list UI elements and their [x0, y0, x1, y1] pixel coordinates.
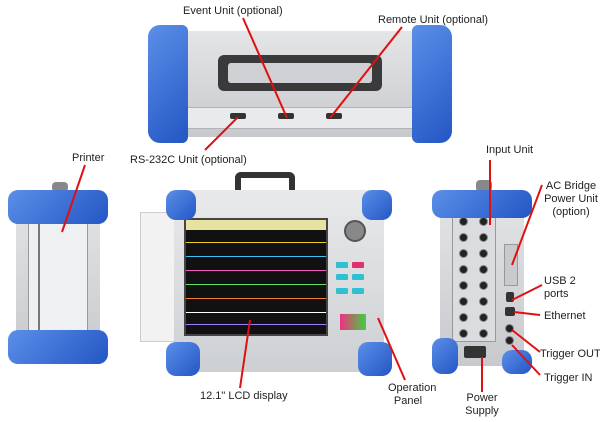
- bumper-bottom-right: [502, 350, 532, 374]
- start-stop-buttons[interactable]: [340, 314, 366, 330]
- jog-dial[interactable]: [344, 220, 366, 242]
- panel-button[interactable]: [336, 274, 348, 280]
- trigger-in-port[interactable]: [505, 336, 514, 345]
- label-ethernet: Ethernet: [544, 310, 586, 322]
- bumper-corner: [166, 342, 200, 376]
- label-lcd-display: 12.1" LCD display: [200, 390, 288, 402]
- panel-button[interactable]: [352, 262, 364, 268]
- rs232c-connector: [230, 113, 246, 119]
- operation-panel: [332, 218, 378, 336]
- bnc-input[interactable]: [479, 313, 488, 322]
- bnc-input[interactable]: [479, 217, 488, 226]
- handle-knob: [52, 182, 68, 192]
- event-connector: [278, 113, 294, 119]
- ac-bridge-slot: [504, 244, 518, 286]
- bumper-corner: [362, 190, 392, 220]
- label-rs232c-unit: RS-232C Unit (optional): [130, 154, 247, 166]
- handle-knob: [476, 180, 492, 192]
- bnc-input[interactable]: [459, 329, 468, 338]
- label-trigger-out: Trigger OUT: [540, 348, 600, 360]
- label-printer: Printer: [72, 152, 105, 164]
- bnc-input[interactable]: [479, 297, 488, 306]
- ethernet-port[interactable]: [505, 307, 515, 316]
- bumper-right: [412, 25, 452, 143]
- bumper-bottom-left: [432, 338, 458, 374]
- label-input-unit: Input Unit: [486, 144, 534, 156]
- side-view-inputs: [432, 180, 532, 374]
- handle: [235, 172, 295, 194]
- bnc-input[interactable]: [479, 233, 488, 242]
- waveform-trace: [186, 270, 326, 271]
- screen-header-bar: [186, 220, 326, 230]
- bnc-input[interactable]: [459, 217, 468, 226]
- label-event-unit: Event Unit (optional): [183, 5, 283, 17]
- bnc-input[interactable]: [459, 233, 468, 242]
- rear-connector-panel: [178, 107, 422, 129]
- printer-paper-slot: [38, 210, 40, 340]
- label-ac-bridge: AC Bridge Power Unit (option): [544, 180, 598, 218]
- waveform-trace: [186, 256, 326, 257]
- label-usb: USB 2 ports: [544, 275, 576, 300]
- bumper-corner: [166, 190, 196, 220]
- bnc-input[interactable]: [459, 281, 468, 290]
- panel-button[interactable]: [336, 288, 348, 294]
- bnc-input[interactable]: [459, 265, 468, 274]
- handle-recess: [228, 63, 372, 83]
- label-operation-panel: Operation Panel: [388, 382, 437, 407]
- bnc-input[interactable]: [479, 329, 488, 338]
- bnc-input[interactable]: [479, 249, 488, 258]
- bnc-input[interactable]: [459, 313, 468, 322]
- bnc-input[interactable]: [479, 265, 488, 274]
- input-unit-panel: [452, 210, 496, 342]
- bumper-left: [148, 25, 188, 143]
- trigger-out-port[interactable]: [505, 324, 514, 333]
- bnc-input[interactable]: [459, 249, 468, 258]
- waveform-trace: [186, 324, 326, 325]
- label-trigger-in: Trigger IN: [544, 372, 593, 384]
- top-view-device: [148, 25, 452, 143]
- side-view-printer: [8, 182, 108, 368]
- bumper-corner: [358, 342, 392, 376]
- bnc-input[interactable]: [459, 297, 468, 306]
- printer-door: [28, 204, 88, 346]
- panel-button[interactable]: [352, 274, 364, 280]
- side-panel: [140, 212, 176, 342]
- remote-connector: [326, 113, 342, 119]
- bumper-top: [8, 190, 108, 224]
- label-power-supply: Power Supply: [465, 392, 499, 417]
- bumper-bottom: [8, 330, 108, 364]
- power-inlet[interactable]: [464, 346, 486, 358]
- bumper-top: [432, 190, 532, 218]
- lcd-screen: [184, 218, 328, 336]
- waveform-trace: [186, 242, 326, 243]
- waveform-trace: [186, 284, 326, 285]
- front-view-device: [140, 172, 392, 378]
- usb-port[interactable]: [506, 292, 514, 302]
- waveform-trace: [186, 298, 326, 299]
- waveform-trace: [186, 312, 326, 313]
- label-remote-unit: Remote Unit (optional): [378, 14, 489, 26]
- bnc-input[interactable]: [479, 281, 488, 290]
- panel-button[interactable]: [336, 262, 348, 268]
- panel-button[interactable]: [352, 288, 364, 294]
